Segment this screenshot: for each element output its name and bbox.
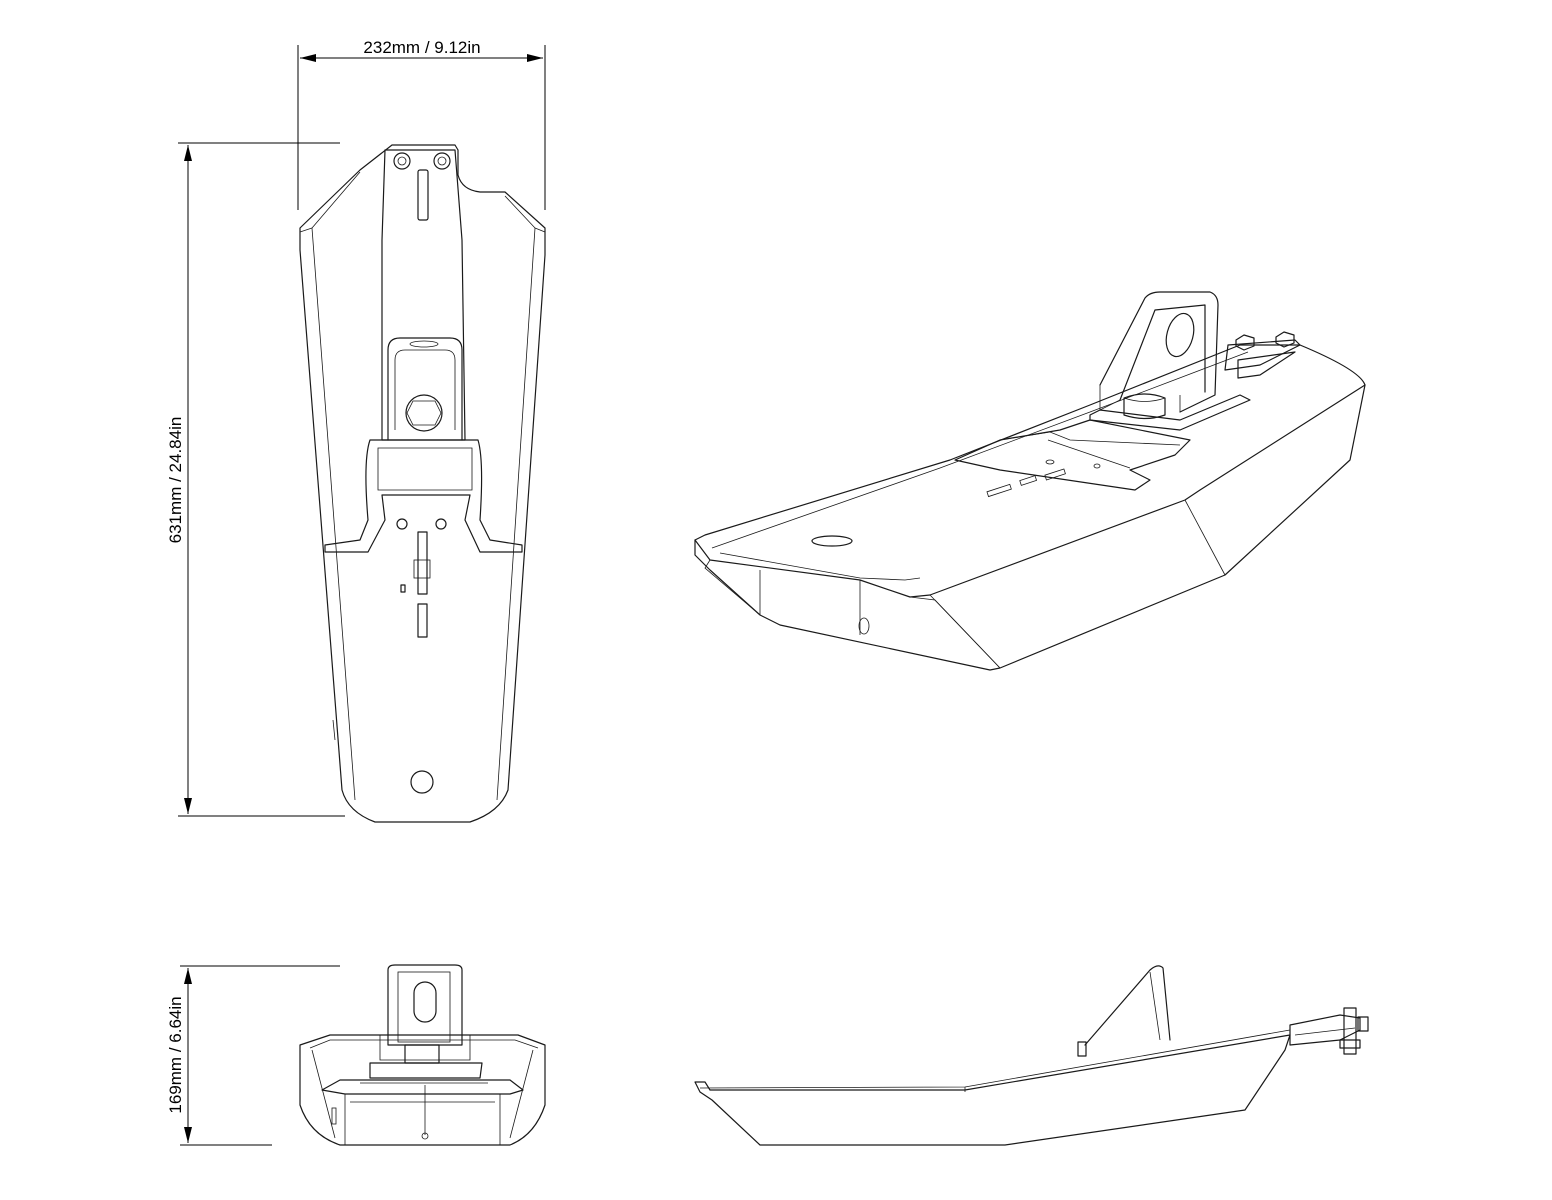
- iso-top-surface: [694, 344, 1366, 598]
- height-dimension: 169mm / 6.64in: [166, 965, 340, 1146]
- iso-hole: [811, 535, 853, 547]
- side-view-tower: [1084, 965, 1171, 1046]
- center-bolt-icon: [405, 394, 443, 432]
- side-view-rear-bracket: [1289, 1014, 1361, 1046]
- front-view-body: [299, 1034, 546, 1146]
- side-view-bolt-icon: [1343, 1007, 1357, 1055]
- iso-crossmember: [954, 419, 1191, 491]
- length-dimension-label: 631mm / 24.84in: [166, 417, 185, 544]
- length-dimension: 631mm / 24.84in: [166, 142, 345, 817]
- top-slot: [417, 169, 429, 221]
- top-view-outline: [299, 144, 546, 823]
- front-view-tower: [387, 964, 463, 1046]
- lower-slot: [417, 603, 428, 638]
- side-view-body: [694, 1034, 1291, 1146]
- iso-bolt-icon: [1123, 393, 1166, 420]
- crossmember: [324, 439, 523, 553]
- iso-rear-bracket: [1224, 339, 1301, 371]
- drain-hole: [410, 770, 434, 794]
- isometric-view: [694, 291, 1366, 671]
- iso-shackle-hole: [1165, 312, 1195, 358]
- top-view-inner-edge-right: [496, 195, 536, 801]
- top-bolt-right: [433, 152, 451, 170]
- top-view: [299, 144, 546, 823]
- width-dimension-label: 232mm / 9.12in: [363, 38, 480, 57]
- front-view: [299, 964, 546, 1146]
- iso-shackle-tower: [1099, 291, 1219, 413]
- center-slot: [417, 531, 428, 595]
- shackle-mount: [387, 337, 463, 441]
- tiny-slot: [400, 584, 406, 593]
- front-view-slot: [413, 981, 437, 1023]
- small-hole-right: [435, 518, 447, 530]
- top-view-bracket-strip: [381, 149, 466, 441]
- small-hole-left: [396, 518, 408, 530]
- side-view: [694, 965, 1369, 1146]
- width-dimension: 232mm / 9.12in: [297, 38, 546, 210]
- iso-front-face: [694, 384, 1366, 671]
- height-dimension-label: 169mm / 6.64in: [166, 996, 185, 1113]
- top-bolt-left: [393, 152, 411, 170]
